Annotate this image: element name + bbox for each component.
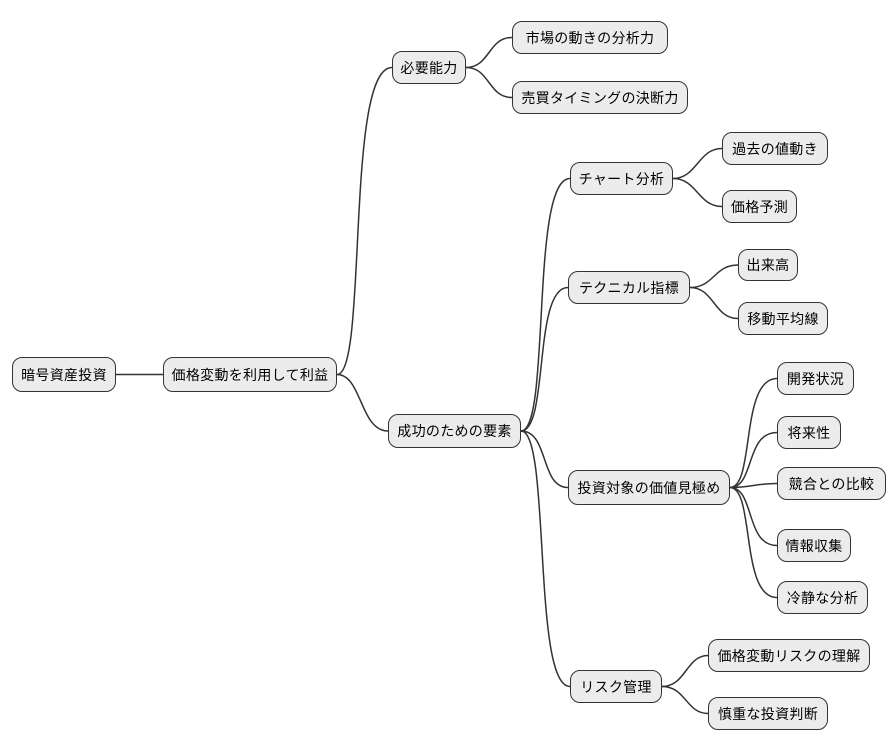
node-development-status: 開発状況	[777, 362, 854, 395]
edge-risk-to-price-risk-understanding	[661, 654, 709, 688]
node-past-price-movement: 過去の値動き	[722, 132, 828, 165]
node-careful-investment: 慎重な投資判断	[708, 697, 828, 730]
node-trading-volume: 出来高	[738, 249, 798, 281]
edge-success-to-value-assessment	[520, 430, 569, 489]
edge-risk-to-careful-investment	[661, 685, 709, 715]
edge-profit-to-required-skills	[336, 66, 393, 376]
node-moving-average: 移動平均線	[738, 302, 828, 335]
edge-profit-to-success-factors	[336, 373, 389, 432]
edge-value-to-development-status	[729, 377, 778, 489]
node-market-analysis: 市場の動きの分析力	[512, 21, 668, 54]
edge-success-to-chart-analysis	[520, 177, 571, 432]
edge-required-skills-to-timing-decision	[465, 66, 513, 99]
node-required-skills: 必要能力	[392, 51, 466, 84]
edge-success-to-risk-management	[520, 430, 571, 688]
node-success-factors: 成功のための要素	[388, 414, 521, 448]
edge-technical-to-trading-volume	[689, 264, 739, 289]
node-technical-indicators: テクニカル指標	[568, 271, 690, 304]
edge-chart-to-past-price-movement	[672, 147, 723, 180]
edge-success-to-technical-indicators	[520, 286, 569, 432]
node-price-risk-understanding: 価格変動リスクの理解	[708, 639, 870, 672]
node-chart-analysis: チャート分析	[570, 162, 673, 195]
edge-required-skills-to-market-analysis	[465, 36, 513, 69]
node-price-fluctuation-profit: 価格変動を利用して利益	[163, 357, 337, 392]
node-timing-decision: 売買タイミングの決断力	[512, 81, 688, 114]
edge-technical-to-moving-average	[689, 286, 739, 320]
node-price-prediction: 価格予測	[722, 190, 797, 223]
edge-value-to-future-potential	[729, 431, 778, 489]
node-competitor-comparison: 競合との比較	[777, 467, 886, 500]
edge-chart-to-price-prediction	[672, 177, 723, 208]
node-value-assessment: 投資対象の価値見極め	[568, 470, 730, 505]
node-information-gathering: 情報収集	[777, 529, 851, 562]
node-crypto-investment: 暗号資産投資	[12, 357, 116, 392]
node-future-potential: 将来性	[777, 416, 841, 449]
node-calm-analysis: 冷静な分析	[777, 581, 868, 614]
edge-value-to-information-gathering	[729, 486, 778, 547]
edge-value-to-competitor-comparison	[729, 482, 778, 489]
edge-value-to-calm-analysis	[729, 486, 778, 599]
node-risk-management: リスク管理	[570, 670, 662, 703]
